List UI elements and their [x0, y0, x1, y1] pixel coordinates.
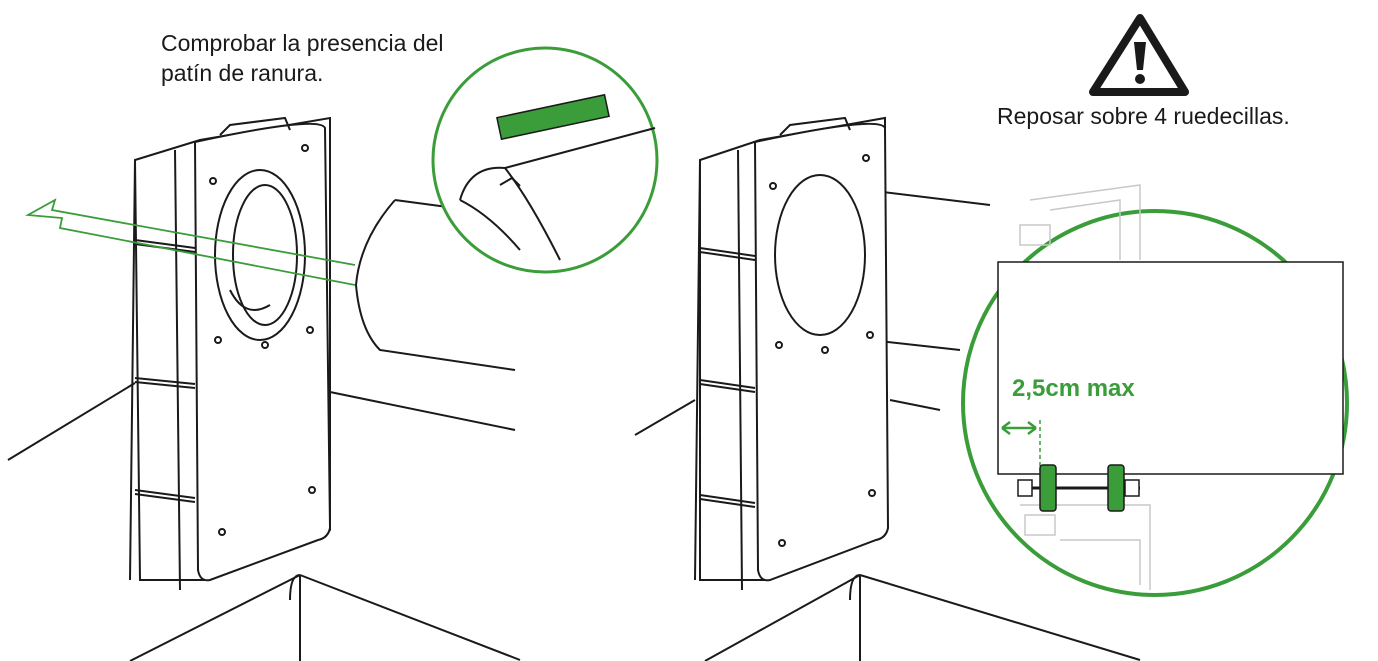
- table-leg: [849, 574, 861, 601]
- wheels-zoom-circle: [961, 184, 1349, 597]
- arrow-left-icon: [24, 198, 356, 286]
- max-gap-label: 2,5cm max: [1012, 375, 1135, 402]
- right-scene: [634, 116, 1349, 661]
- floor-line: [129, 574, 301, 661]
- four-wheels-caption: Reposar sobre 4 ruedecillas.: [997, 103, 1290, 129]
- wall-line: [329, 391, 516, 431]
- floor-line: [299, 574, 521, 661]
- warning-triangle-icon: [1089, 14, 1189, 96]
- floor-line: [7, 382, 136, 461]
- ventilation-unit: [129, 116, 332, 591]
- slide-zoom-circle: [431, 46, 659, 274]
- table-leg: [289, 574, 301, 601]
- floor-line: [704, 574, 861, 661]
- left-scene: [7, 46, 659, 661]
- floor-line: [859, 574, 1141, 661]
- ventilation-unit: [694, 116, 890, 591]
- slide-pad: [496, 93, 610, 141]
- floor-line: [634, 399, 696, 436]
- wheel: [1039, 464, 1057, 512]
- wheel: [1107, 464, 1125, 512]
- wall-line: [889, 399, 941, 411]
- tube: [354, 199, 516, 371]
- check-slide-caption: Comprobar la presencia del patín de ranu…: [161, 30, 444, 86]
